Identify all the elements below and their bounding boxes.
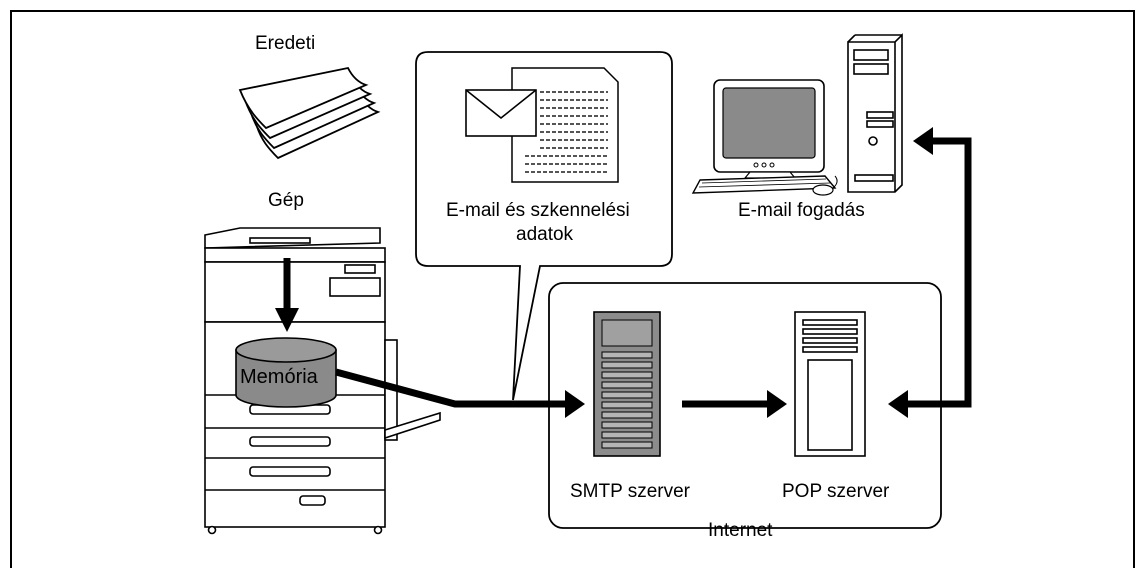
pop-server-icon	[794, 311, 866, 457]
memory-to-smtp-arrow	[335, 368, 585, 418]
pop-to-pc-arrow	[888, 127, 972, 418]
pc-tower-icon	[847, 33, 903, 193]
document-icon	[511, 67, 619, 183]
smtp-server-icon	[593, 311, 661, 457]
smtp-to-pop-arrow	[682, 390, 787, 418]
original-paper-stack-icon	[238, 66, 381, 160]
smtp-server-label: SMTP szerver	[570, 481, 691, 502]
memory-label: Memória	[240, 366, 318, 388]
mouse-icon	[812, 175, 838, 196]
scan-to-memory-arrow	[275, 258, 299, 332]
memory-cylinder-icon	[235, 337, 337, 408]
pc-monitor-icon	[713, 79, 825, 179]
email-data-label-line1: E-mail és szkennelési	[446, 200, 630, 221]
original-label: Eredeti	[255, 33, 316, 54]
diagram-frame	[10, 10, 1135, 568]
envelope-icon	[465, 89, 537, 137]
internet-label: Internet	[708, 520, 773, 541]
machine-label: Gép	[268, 190, 304, 211]
keyboard-icon	[691, 175, 837, 194]
email-data-label-line2: adatok	[516, 224, 574, 245]
pop-server-label: POP szerver	[782, 481, 890, 502]
email-receive-label: E-mail fogadás	[738, 200, 865, 221]
